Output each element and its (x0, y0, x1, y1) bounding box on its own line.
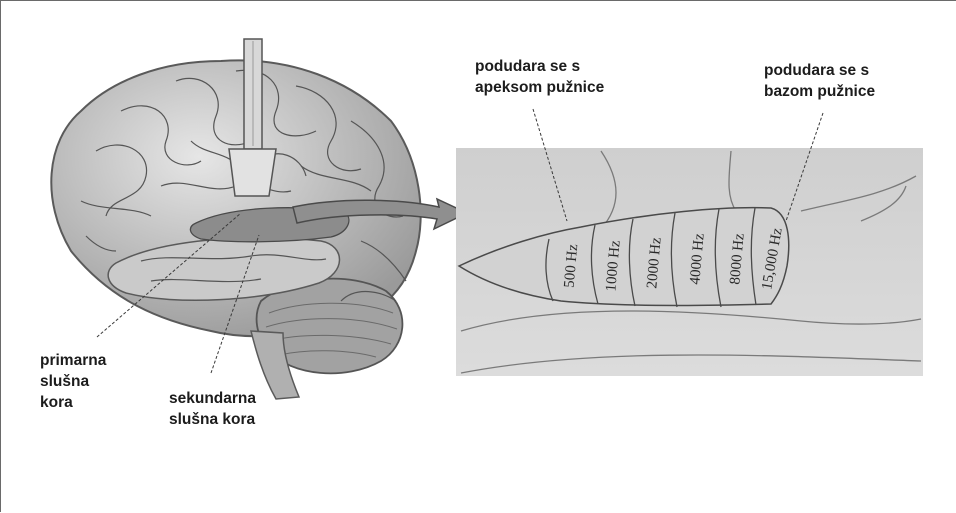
brain-illustration (51, 39, 420, 399)
label-primary-auditory-cortex: primarna slušna kora (40, 350, 106, 413)
label-base: podudara se s bazom pužnice (764, 60, 875, 102)
label-apex: podudara se s apeksom pužnice (475, 56, 604, 98)
label-secondary-auditory-cortex: sekundarna slušna kora (169, 388, 256, 430)
